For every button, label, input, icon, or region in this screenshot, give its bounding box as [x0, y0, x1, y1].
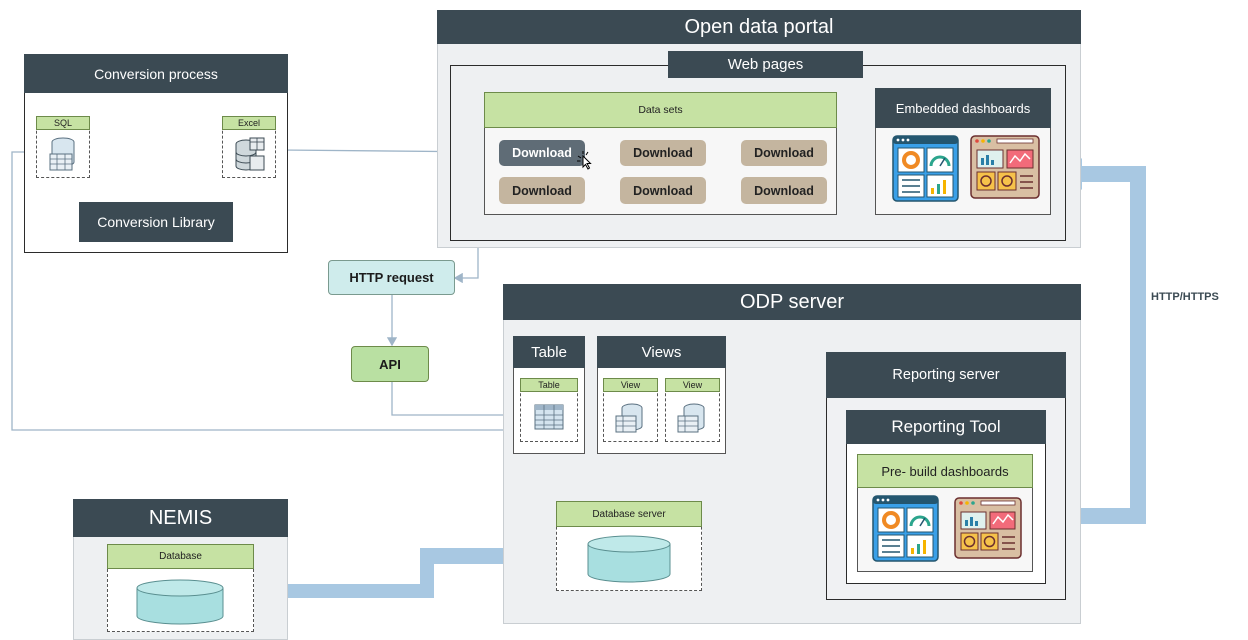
api-to-table-line [391, 382, 514, 421]
table-header: Table [513, 336, 585, 368]
excel-label: Excel [222, 116, 276, 130]
http-https-label: HTTP/HTTPS [1151, 291, 1219, 303]
reporting-tool-title: Reporting Tool [846, 410, 1046, 444]
view-item-1-label: View [603, 378, 658, 392]
download-button-5[interactable]: Download [620, 177, 706, 204]
download-button-3[interactable]: Download [741, 140, 827, 166]
open-data-portal-title: Open data portal [437, 10, 1081, 44]
nemis-title: NEMIS [73, 499, 288, 537]
download-button-2[interactable]: Download [620, 140, 706, 166]
table-item-label: Table [520, 378, 578, 392]
sql-label: SQL [36, 116, 90, 130]
download-button-6[interactable]: Download [741, 177, 827, 204]
views-header: Views [597, 336, 726, 368]
http-request-box: HTTP request [328, 260, 455, 295]
pointer-cursor-icon [577, 151, 592, 170]
database-table-icon [49, 137, 75, 171]
odp-server-title: ODP server [503, 284, 1081, 320]
api-box: API [351, 346, 429, 382]
prebuild-dashboards-label: Pre- build dashboards [857, 454, 1033, 488]
excel-database-icon [235, 137, 265, 171]
reporting-server-title: Reporting server [826, 352, 1066, 398]
view-item-2-label: View [665, 378, 720, 392]
datasets-label: Data sets [484, 92, 837, 128]
download-button-4[interactable]: Download [499, 177, 585, 204]
database-server-label: Database server [556, 501, 702, 527]
embedded-dashboards-title: Embedded dashboards [875, 88, 1051, 128]
web-pages-title: Web pages [668, 51, 863, 78]
conversion-process-title: Conversion process [24, 54, 288, 93]
download-button-1[interactable]: Download [499, 140, 585, 166]
nemis-database-label: Database [107, 544, 254, 569]
conversion-library: Conversion Library [79, 202, 233, 242]
